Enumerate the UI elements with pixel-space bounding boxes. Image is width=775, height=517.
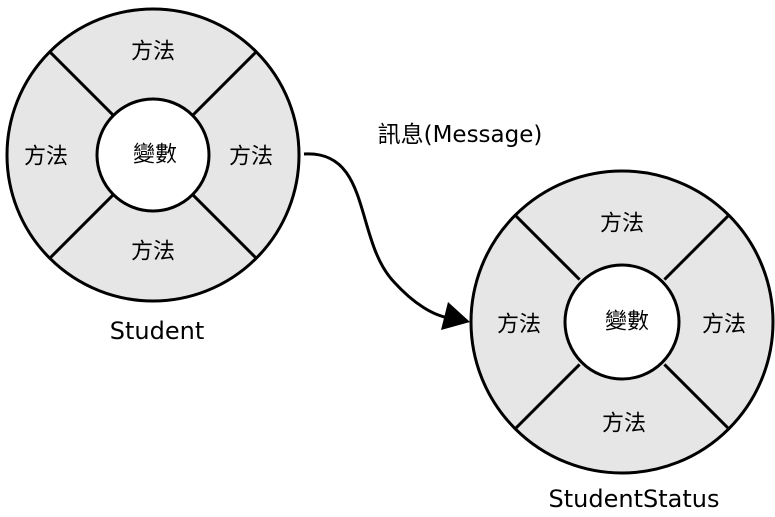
student-status-method-bottom: 方法 bbox=[602, 412, 646, 437]
student-spoke-ne bbox=[190, 50, 258, 118]
student-status-core-label: 變數 bbox=[605, 310, 649, 335]
student-core bbox=[95, 97, 211, 213]
student-status-spoke-se bbox=[663, 363, 730, 430]
message-label: 訊息(Message) bbox=[378, 122, 543, 148]
message-arrow: 訊息(Message) bbox=[303, 122, 543, 330]
student-name: Student bbox=[110, 317, 204, 345]
student-status-core bbox=[563, 263, 681, 381]
object-student: 變數 方法 方法 方法 方法 Student bbox=[5, 7, 301, 345]
student-method-bottom: 方法 bbox=[131, 240, 175, 265]
student-spoke-se bbox=[190, 192, 258, 260]
student-core-label: 變數 bbox=[133, 143, 177, 168]
student-status-name: StudentStatus bbox=[549, 485, 720, 513]
message-arrowhead bbox=[441, 302, 470, 330]
student-status-spoke-sw bbox=[514, 363, 581, 430]
student-status-spoke-ne bbox=[663, 214, 730, 281]
student-spoke-nw bbox=[48, 50, 116, 118]
student-method-top: 方法 bbox=[131, 40, 175, 65]
student-status-spoke-nw bbox=[514, 214, 581, 281]
message-arrow-curve bbox=[303, 152, 451, 320]
student-method-right: 方法 bbox=[229, 145, 273, 170]
student-spoke-sw bbox=[48, 192, 116, 260]
student-method-left: 方法 bbox=[24, 145, 68, 170]
student-status-method-left: 方法 bbox=[497, 313, 541, 338]
object-student-status: 變數 方法 方法 方法 方法 StudentStatus bbox=[469, 169, 775, 513]
student-status-method-top: 方法 bbox=[600, 212, 644, 237]
student-status-method-right: 方法 bbox=[702, 313, 746, 338]
